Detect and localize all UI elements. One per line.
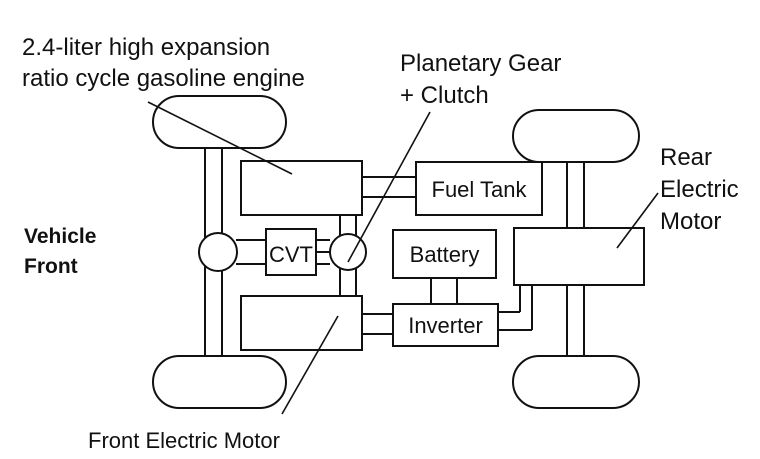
front-motor-box — [240, 295, 363, 351]
rear-left-wheel — [512, 109, 640, 163]
vehicle-front-label-line1: Vehicle — [24, 225, 96, 248]
battery-label: Battery — [410, 242, 480, 267]
engine-box — [240, 160, 363, 216]
planetary-gear — [329, 233, 367, 271]
inverter-label: Inverter — [408, 313, 483, 338]
front-left-wheel — [152, 95, 287, 149]
battery-box — [392, 229, 497, 279]
engine-label-line1: 2.4-liter high expansion — [22, 34, 270, 61]
rear-right-wheel — [512, 355, 640, 409]
gear-label-line1: Planetary Gear — [400, 50, 561, 77]
leader-lines — [147, 101, 659, 415]
front-motor-label: Front Electric Motor — [88, 428, 280, 453]
fuel-tank-label: Fuel Tank — [432, 177, 528, 202]
rear-motor-label-line2: Electric — [660, 176, 739, 203]
inverter-box — [392, 303, 499, 347]
engine-label-line2: ratio cycle gasoline engine — [22, 65, 305, 92]
fuel-tank-box — [415, 161, 543, 216]
front-differential — [198, 232, 238, 272]
gear-label-line2: + Clutch — [400, 82, 489, 109]
rear-motor-label-line1: Rear — [660, 144, 712, 171]
connections — [316, 176, 533, 335]
vehicle-front-label-line2: Front — [24, 255, 78, 278]
rear-motor-label-line3: Motor — [660, 208, 721, 235]
cvt-box — [265, 228, 317, 276]
cvt-label: CVT — [269, 242, 313, 267]
rear-motor-box — [513, 227, 645, 286]
front-right-wheel — [152, 355, 287, 409]
